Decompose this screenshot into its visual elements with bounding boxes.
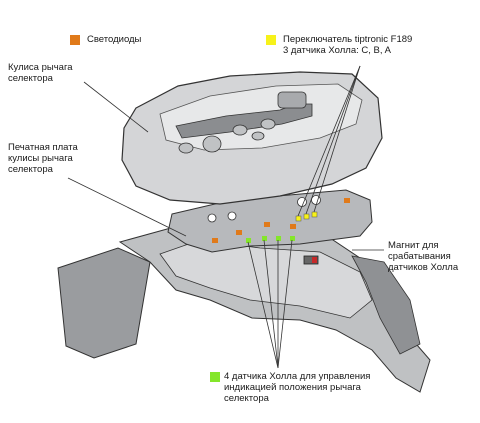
button-d	[260, 118, 276, 130]
button-n	[232, 124, 248, 136]
callout-pcb: Печатная плата кулисы рычага селектора	[8, 142, 78, 175]
position-hall-sensor	[262, 236, 267, 241]
leader-hall4	[263, 239, 279, 369]
gate-window	[277, 91, 307, 109]
leader-tiptronic	[305, 65, 361, 215]
legend-label-hall4: 4 датчика Холла для управления индикацие…	[224, 371, 371, 404]
led	[264, 222, 270, 227]
legend-swatch-hall4	[210, 372, 220, 382]
button-p	[178, 142, 194, 154]
tiptronic-hall-sensor	[295, 215, 302, 222]
led	[344, 198, 350, 203]
magnet	[303, 255, 319, 265]
pcb-component	[227, 211, 237, 221]
callout-magnet: Магнит для срабатывания датчиков Холла	[388, 240, 459, 273]
leader-tiptronic	[313, 65, 361, 213]
circuit-board	[167, 189, 373, 253]
legend-swatch-leds	[70, 35, 80, 45]
position-hall-sensor	[276, 236, 281, 241]
leader-hall4	[277, 239, 293, 369]
housing-right-flange	[351, 255, 421, 355]
legend-label-tiptronic: Переключатель tiptronic F189 3 датчика Х…	[283, 34, 413, 56]
selector-boot	[57, 247, 151, 359]
pcb-component	[207, 213, 217, 223]
leader-gate	[83, 81, 149, 133]
leader-tiptronic	[297, 65, 361, 217]
tiptronic-hall-sensor	[311, 211, 318, 218]
gate-slot	[175, 103, 313, 139]
tiptronic-hall-sensor	[303, 213, 310, 220]
position-hall-sensor	[290, 236, 295, 241]
leader-pcb	[67, 177, 187, 237]
button-r	[202, 135, 222, 153]
led	[290, 224, 296, 229]
position-hall-sensor	[246, 238, 251, 243]
led	[212, 238, 218, 243]
led	[236, 230, 242, 235]
legend-label-leds: Светодиоды	[87, 34, 142, 45]
button-s	[251, 131, 265, 141]
housing-inner-rim	[159, 239, 373, 319]
leader-hall4	[247, 241, 279, 369]
callout-gate: Кулиса рычага селектора	[8, 62, 73, 84]
legend-swatch-tiptronic	[266, 35, 276, 45]
magnet-pole	[312, 257, 317, 263]
